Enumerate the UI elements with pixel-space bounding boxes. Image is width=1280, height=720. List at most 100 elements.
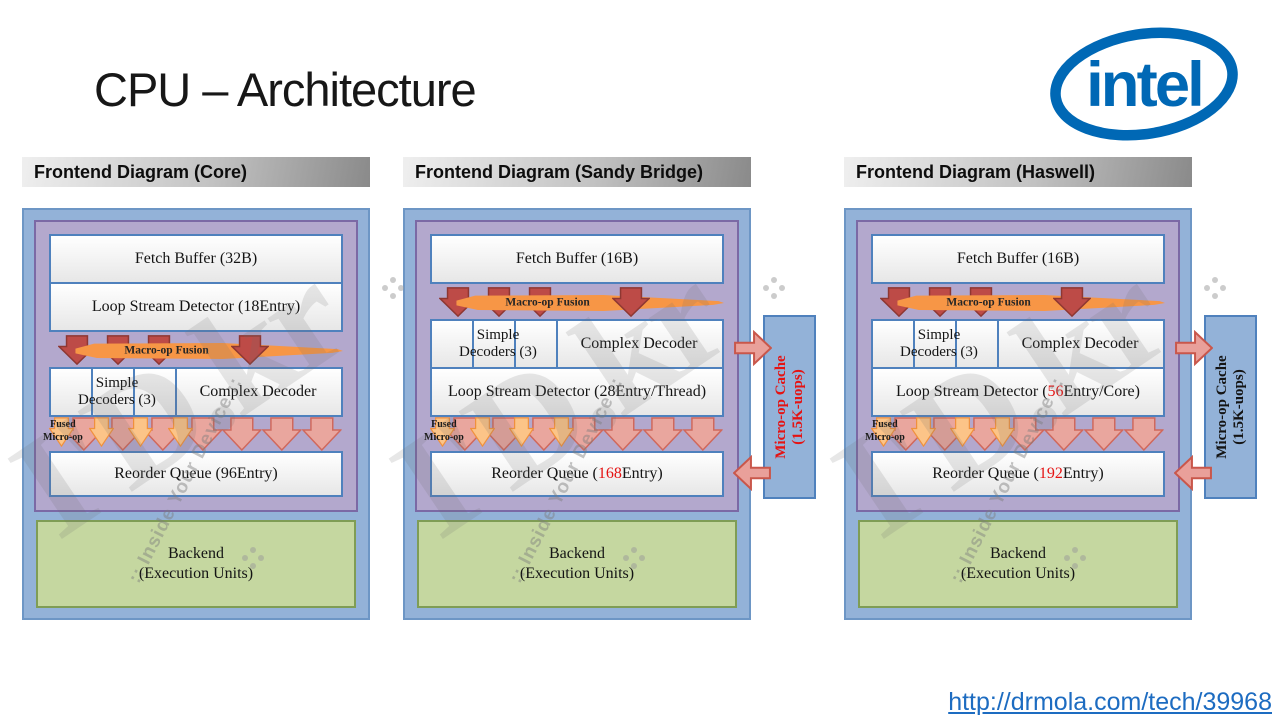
panel-haswell: Frontend Diagram (Haswell) Fetch Buffer … (806, 157, 1257, 620)
simple-decoders-label: Simple Decoders (3) (78, 374, 156, 408)
fused-micro-op-band: Fused Micro-op (424, 417, 724, 451)
down-arrow-icon (509, 417, 534, 447)
simple-decoder-cell (51, 369, 93, 415)
down-arrow-icon (1044, 417, 1084, 451)
simple-decoder-cell (133, 369, 177, 415)
loop-stream-detector-box: Loop Stream Detector (28 Entry/Thread) (430, 367, 724, 417)
simple-decoders-label: Simple Decoders (3) (459, 326, 537, 360)
lsd-label: Loop Stream Detector ( (447, 383, 600, 400)
frontend-outer-box: Fetch Buffer (16B) Macro-op Fusion Compl… (403, 208, 751, 620)
watermark-dots-icon (382, 285, 388, 291)
loop-stream-detector-box: Loop Stream Detector (56 Entry/Core) (871, 367, 1165, 417)
simple-decoder-cell (873, 321, 915, 367)
down-arrow-icon (168, 417, 193, 447)
backend-box: Backend (Execution Units) (417, 520, 737, 608)
fusion-ribbon (897, 295, 1165, 311)
reorder-label-suffix: Entry) (236, 465, 278, 482)
reorder-label-suffix: Entry) (621, 465, 663, 482)
reorder-label: Reorder Queue ( (491, 465, 598, 482)
decoder-row: Complex Decoder Simple Decoders (3) (430, 319, 724, 369)
panel-core-header: Frontend Diagram (Core) (22, 157, 370, 187)
micro-op-cache-label: Micro-op Cache (1.5K-uops) (1213, 355, 1247, 459)
fused-micro-op-label: Fused Micro-op (424, 419, 464, 443)
down-arrow-icon (128, 417, 153, 447)
fetch-buffer-label: Fetch Buffer (32B) (134, 250, 258, 267)
lsd-label-suffix: Entry/Thread) (615, 383, 707, 400)
down-arrow-icon (302, 417, 342, 451)
down-arrow-icon (262, 417, 302, 451)
arrow-left-icon (733, 455, 771, 491)
down-arrow-icon (683, 417, 723, 451)
panel-haswell-header: Frontend Diagram (Haswell) (844, 157, 1192, 187)
macro-op-fusion-band: Macro-op Fusion (49, 335, 343, 367)
backend-box: Backend (Execution Units) (858, 520, 1178, 608)
complex-decoder-label: Complex Decoder (1021, 335, 1139, 352)
simple-decoder-cell (913, 321, 957, 367)
down-arrow-icon (1124, 417, 1164, 451)
fusion-ribbon (456, 295, 724, 311)
macro-op-fusion-label: Macro-op Fusion (124, 344, 209, 357)
down-arrow-icon (470, 417, 495, 447)
arrow-left-icon (1174, 455, 1212, 491)
loop-stream-detector-box: Loop Stream Detector (18 Entry) (49, 282, 343, 332)
down-arrow-icon (911, 417, 936, 447)
lsd-entries: 56 (1047, 383, 1064, 400)
frontend-inner-box: Fetch Buffer (32B) Loop Stream Detector … (34, 220, 358, 512)
frontend-inner-box: Fetch Buffer (16B) Macro-op Fusion Compl… (415, 220, 739, 512)
complex-decoder-label: Complex Decoder (199, 383, 317, 400)
reorder-entries: 96 (220, 465, 237, 482)
intel-logo-icon: intel (1048, 14, 1240, 154)
macro-op-fusion-label: Macro-op Fusion (505, 296, 590, 309)
simple-decoder-cell (514, 321, 558, 367)
micro-op-cache-label: Micro-op Cache (1.5K-uops) (772, 355, 806, 459)
simple-decoders-label: Simple Decoders (3) (900, 326, 978, 360)
frontend-outer-box: Fetch Buffer (16B) Macro-op Fusion Compl… (844, 208, 1192, 620)
complex-decoder-cell: Complex Decoder (556, 321, 722, 367)
down-arrow-icon (603, 417, 643, 451)
fusion-ribbon (75, 343, 343, 359)
down-arrow-icon (990, 417, 1015, 447)
complex-decoder-label: Complex Decoder (580, 335, 698, 352)
watermark-dots-icon (1204, 285, 1210, 291)
fetch-buffer-box: Fetch Buffer (32B) (49, 234, 343, 284)
arrow-right-icon (734, 330, 772, 366)
micro-op-cache-box: Micro-op Cache (1.5K-uops) (1204, 315, 1257, 499)
down-arrow-icon (549, 417, 574, 447)
fetch-buffer-box: Fetch Buffer (16B) (871, 234, 1165, 284)
source-link[interactable]: http://drmola.com/tech/39968 (948, 688, 1272, 716)
micro-op-cache-box: Micro-op Cache (1.5K-uops) (763, 315, 816, 499)
decoder-row: Complex Decoder Simple Decoders (3) (871, 319, 1165, 369)
down-arrow-icon (643, 417, 683, 451)
reorder-queue-box: Reorder Queue (192 Entry) (871, 451, 1165, 497)
intel-logo-text: intel (1086, 50, 1202, 120)
lsd-label-suffix: Entry) (259, 298, 301, 315)
fetch-buffer-label: Fetch Buffer (16B) (515, 250, 639, 267)
complex-decoder-cell: Complex Decoder (175, 369, 341, 415)
decoder-row: Complex Decoder Simple Decoders (3) (49, 367, 343, 417)
down-arrow-icon (1084, 417, 1124, 451)
panel-core: Frontend Diagram (Core) Fetch Buffer (32… (0, 157, 388, 620)
reorder-label: Reorder Queue ( (932, 465, 1039, 482)
frontend-inner-box: Fetch Buffer (16B) Macro-op Fusion Compl… (856, 220, 1180, 512)
fetch-buffer-box: Fetch Buffer (16B) (430, 234, 724, 284)
simple-decoder-cell (472, 321, 516, 367)
down-arrow-icon (950, 417, 975, 447)
watermark-dots-icon (763, 285, 769, 291)
page-title: CPU – Architecture (94, 63, 477, 116)
macro-op-fusion-band: Macro-op Fusion (430, 287, 724, 319)
reorder-entries: 168 (597, 465, 622, 482)
lsd-label-suffix: Entry/Core) (1063, 383, 1140, 400)
macro-op-fusion-label: Macro-op Fusion (946, 296, 1031, 309)
fused-micro-op-band: Fused Micro-op (43, 417, 343, 451)
fetch-buffer-label: Fetch Buffer (16B) (956, 250, 1080, 267)
fused-micro-op-band: Fused Micro-op (865, 417, 1165, 451)
reorder-label: Reorder Queue ( (114, 465, 221, 482)
simple-decoder-cell (91, 369, 135, 415)
arrow-right-icon (1175, 330, 1213, 366)
macro-op-fusion-band: Macro-op Fusion (871, 287, 1165, 319)
simple-decoder-cell (432, 321, 474, 367)
down-arrow-icon (89, 417, 114, 447)
lsd-entries: 28 (599, 383, 616, 400)
lsd-label: Loop Stream Detector ( (896, 383, 1048, 400)
